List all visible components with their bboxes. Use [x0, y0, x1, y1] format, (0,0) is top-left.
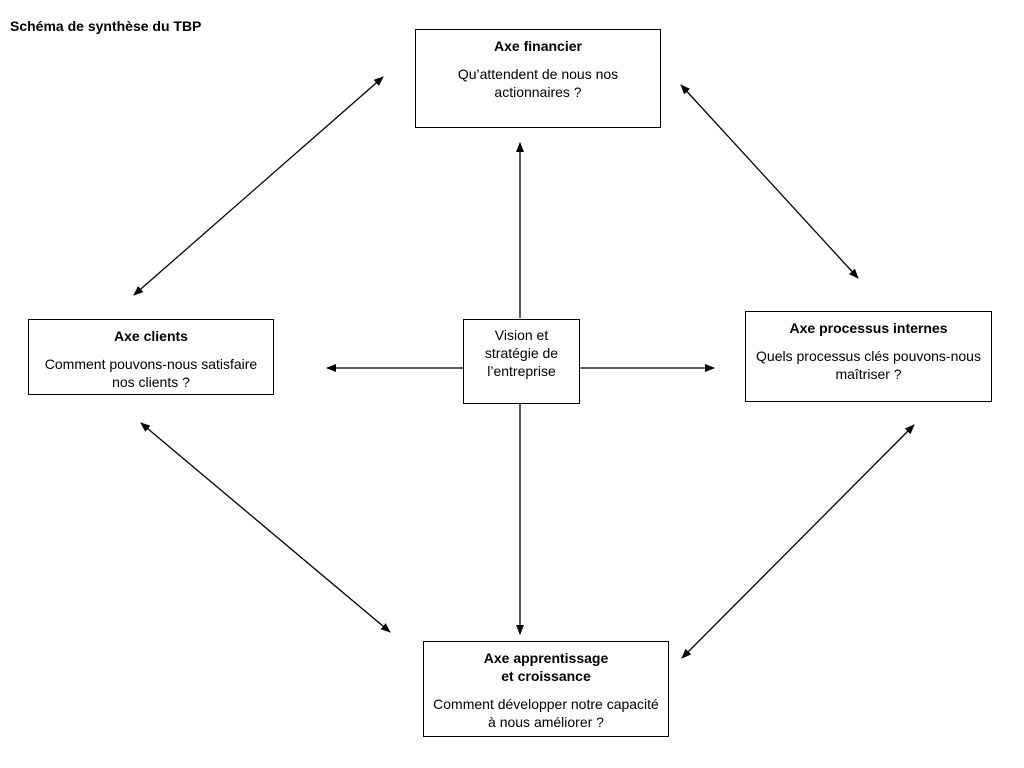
box-title-processus: Axe processus internes [789, 320, 948, 336]
box-axe-processus-internes: Axe processus internes Quels processus c… [745, 311, 992, 402]
page-title: Schéma de synthèse du TBP [10, 18, 202, 34]
arrow-processus-apprentissage [681, 424, 915, 659]
box-question-apprentissage: Comment développer notre capacité à nous… [433, 696, 659, 730]
arrow-financier-processus [680, 84, 859, 279]
box-question-financier: Qu’attendent de nous nos actionnaires ? [457, 66, 619, 100]
box-title-financier: Axe financier [494, 38, 582, 54]
box-question-clients: Comment pouvons-nous satisfaire nos clie… [44, 356, 258, 390]
arrow-clients-financier [133, 76, 384, 296]
box-axe-clients: Axe clients Comment pouvons-nous satisfa… [28, 319, 274, 395]
box-title-clients: Axe clients [114, 328, 188, 344]
arrow-apprentissage-clients [140, 422, 391, 633]
box-axe-apprentissage-croissance: Axe apprentissage et croissance Comment … [423, 641, 669, 737]
box-vision-strategie: Vision et stratégie de l’entreprise [463, 319, 580, 404]
box-axe-financier: Axe financier Qu’attendent de nous nos a… [415, 29, 661, 128]
box-question-processus: Quels processus clés pouvons-nous maîtri… [756, 348, 981, 382]
box-title-apprentissage: Axe apprentissage et croissance [483, 650, 609, 684]
